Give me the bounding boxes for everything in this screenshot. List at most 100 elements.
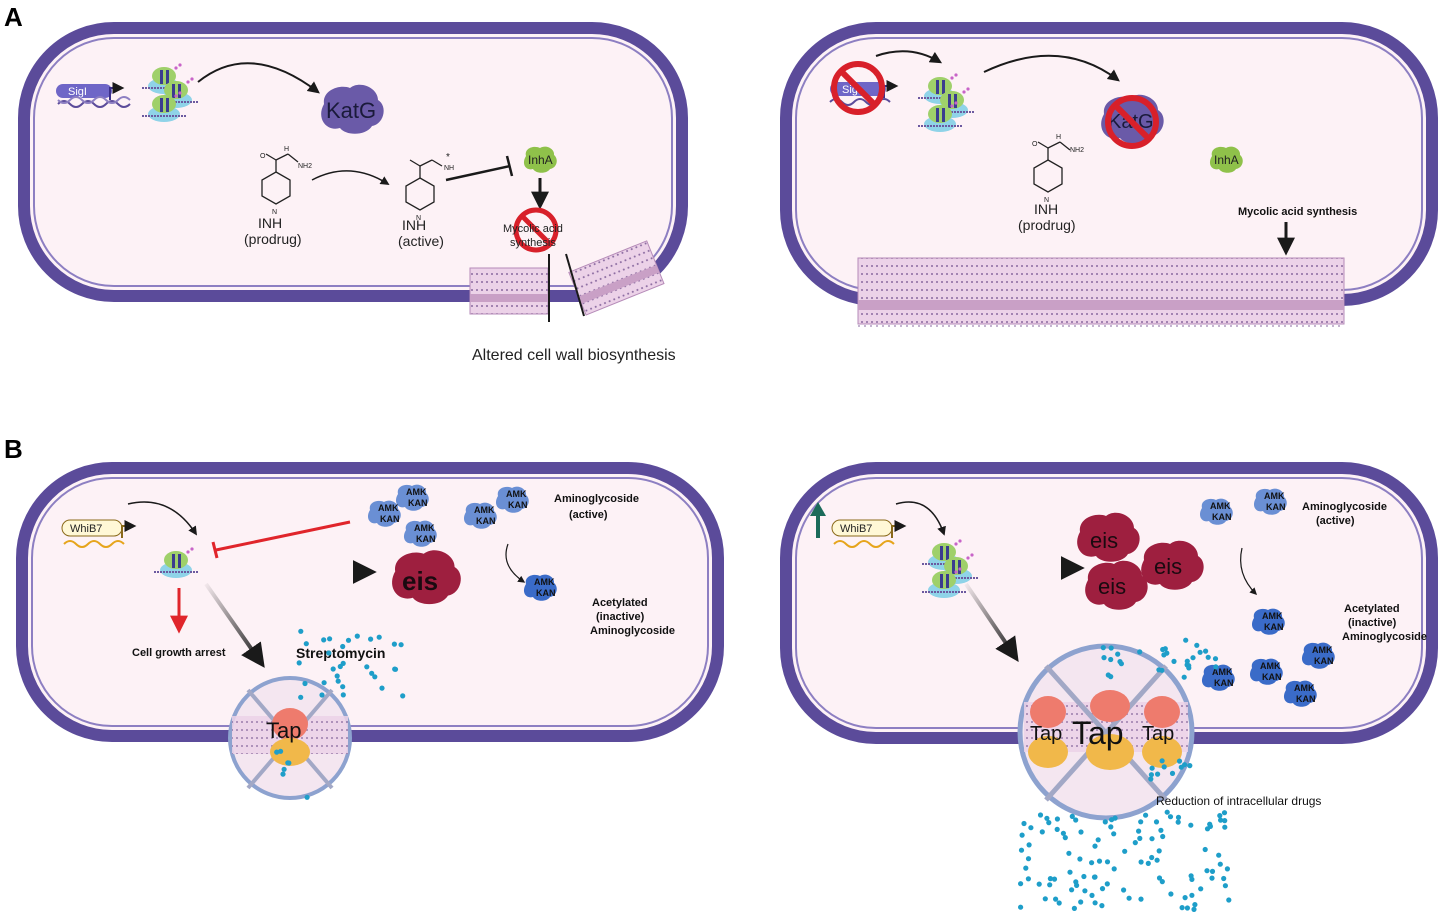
tap-label-small-left: Tap (1030, 723, 1062, 745)
whib7-promoter: WhiB7 (831, 519, 907, 548)
sigi-promoter: SigI (56, 82, 131, 108)
drug-dot (1121, 887, 1127, 893)
kan-label: KAN (380, 514, 400, 524)
mycolic-line2: synthesis (510, 237, 556, 249)
drug-dot (1188, 822, 1194, 828)
drug-dot (1053, 896, 1059, 902)
drug-dot (1149, 854, 1155, 861)
tap-label-large: Tap (1072, 715, 1124, 751)
drug-dot (1164, 809, 1170, 815)
drug-dot (1117, 659, 1123, 665)
drug-dot (1155, 771, 1161, 777)
inha-protein: InhA (1209, 146, 1243, 173)
drug-dot (1046, 820, 1052, 826)
drug-dot (1217, 861, 1223, 867)
drug-dot (1078, 899, 1084, 905)
drug-dot (1102, 819, 1108, 825)
drug-dot (1019, 832, 1025, 838)
amino-active-line1: Aminoglycoside (554, 493, 639, 505)
drug-dot (1156, 848, 1162, 854)
drug-dot (376, 634, 382, 640)
drug-dot (1018, 881, 1024, 887)
drug-dot (1179, 905, 1185, 911)
drug-dot (340, 684, 346, 690)
drug-dot (379, 685, 385, 691)
drug-dot (1154, 857, 1160, 863)
drug-dot (337, 663, 343, 670)
drug-dot (319, 692, 325, 698)
drug-dot (1071, 905, 1077, 912)
drug-dot (1222, 824, 1228, 830)
acetylated-line1: Acetylated (1344, 603, 1400, 615)
drug-dot (1224, 866, 1230, 872)
drug-dot (1111, 831, 1117, 837)
drug-dot (1025, 856, 1032, 862)
drug-dot (1159, 879, 1165, 885)
drug-dot (1217, 813, 1223, 819)
growth-arrest-label: Cell growth arrest (132, 647, 226, 659)
drug-dot (1162, 646, 1168, 652)
drug-dot (1018, 847, 1025, 853)
amk-label: AMK (534, 577, 555, 587)
drug-dot (1092, 900, 1098, 906)
inh-prodrug-structure (1033, 141, 1071, 193)
amino-active-line1: Aminoglycoside (1302, 501, 1387, 513)
drug-dot (330, 666, 336, 672)
acetylated-line2: (inactive) (596, 611, 645, 623)
drug-dot (1138, 859, 1144, 865)
drug-dot (1221, 875, 1227, 882)
drug-dot (1054, 826, 1060, 833)
kan-label: KAN (1266, 502, 1286, 512)
amk-label: AMK (1262, 611, 1283, 621)
drug-dot (1191, 906, 1197, 913)
drug-dot (302, 680, 308, 687)
drug-dot (1132, 840, 1138, 846)
drug-dot (274, 749, 280, 755)
drug-dot (1021, 820, 1027, 827)
drug-dot (1138, 819, 1144, 825)
drug-dot (340, 692, 346, 698)
drug-dot (1137, 835, 1143, 842)
broken-cell-wall (469, 240, 665, 322)
kan-label: KAN (1264, 622, 1284, 632)
drug-dot (1092, 843, 1098, 849)
kan-label: KAN (408, 498, 428, 508)
drug-dot (334, 673, 340, 679)
tap-label-small-right: Tap (1142, 723, 1174, 745)
drug-dot (1037, 812, 1044, 818)
inh-prodrug-name: INH (258, 215, 282, 231)
kan-label: KAN (1212, 512, 1232, 522)
drug-dot (1183, 637, 1189, 643)
amk-label: AMK (378, 503, 399, 513)
kan-label: KAN (508, 500, 528, 510)
drug-dot (1077, 856, 1083, 862)
drug-dot (1160, 833, 1166, 840)
drug-dot (1226, 897, 1232, 903)
drug-dot (1066, 850, 1072, 856)
drug-dot (1137, 649, 1143, 655)
drug-dot (1099, 886, 1106, 892)
reduction-label: Reduction of intracellular drugs (1156, 794, 1321, 808)
drug-dot (303, 641, 309, 647)
drug-dot (368, 636, 374, 642)
drug-dot (364, 664, 370, 670)
drug-dot (281, 766, 287, 772)
drug-dot (1099, 903, 1105, 909)
inh-name: INH (1034, 201, 1058, 217)
acetylated-line2: (inactive) (1348, 617, 1397, 629)
drug-dot (1212, 656, 1219, 662)
drug-dot (1182, 762, 1188, 768)
drug-dot (1062, 835, 1068, 841)
inh-active-structure (405, 159, 443, 211)
amk-label: AMK (1212, 667, 1233, 677)
drug-dot (1109, 817, 1115, 823)
drug-dot (1190, 655, 1196, 661)
drug-dot (1143, 812, 1149, 818)
drug-dot (1023, 865, 1029, 871)
drug-dot (1025, 876, 1031, 882)
